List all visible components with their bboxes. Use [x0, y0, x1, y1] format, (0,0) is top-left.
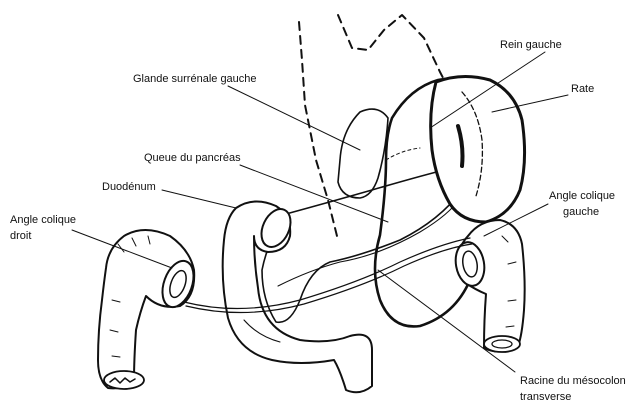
- label-queue-pancreas: Queue du pancréas: [144, 152, 241, 164]
- adrenal-gland: [338, 109, 388, 198]
- duodenum: [223, 201, 372, 392]
- label-rate: Rate: [571, 83, 594, 95]
- label-rein-gauche: Rein gauche: [500, 39, 562, 51]
- label-angle-colique-gauche-2: gauche: [563, 206, 599, 218]
- label-angle-colique-droit-1: Angle colique: [10, 214, 76, 226]
- label-racine-mesocolon-2: transverse: [520, 391, 571, 403]
- label-angle-colique-gauche-1: Angle colique: [549, 190, 615, 202]
- dashed-outline: [299, 15, 452, 240]
- spleen: [431, 76, 525, 222]
- label-glande-surrenale: Glande surrénale gauche: [133, 73, 257, 85]
- label-angle-colique-droit-2: droit: [10, 230, 31, 242]
- label-duodenum: Duodénum: [102, 181, 156, 193]
- label-racine-mesocolon-1: Racine du mésocolon: [520, 375, 626, 387]
- right-colic-flexure: [98, 230, 199, 389]
- pancreas: [262, 168, 463, 322]
